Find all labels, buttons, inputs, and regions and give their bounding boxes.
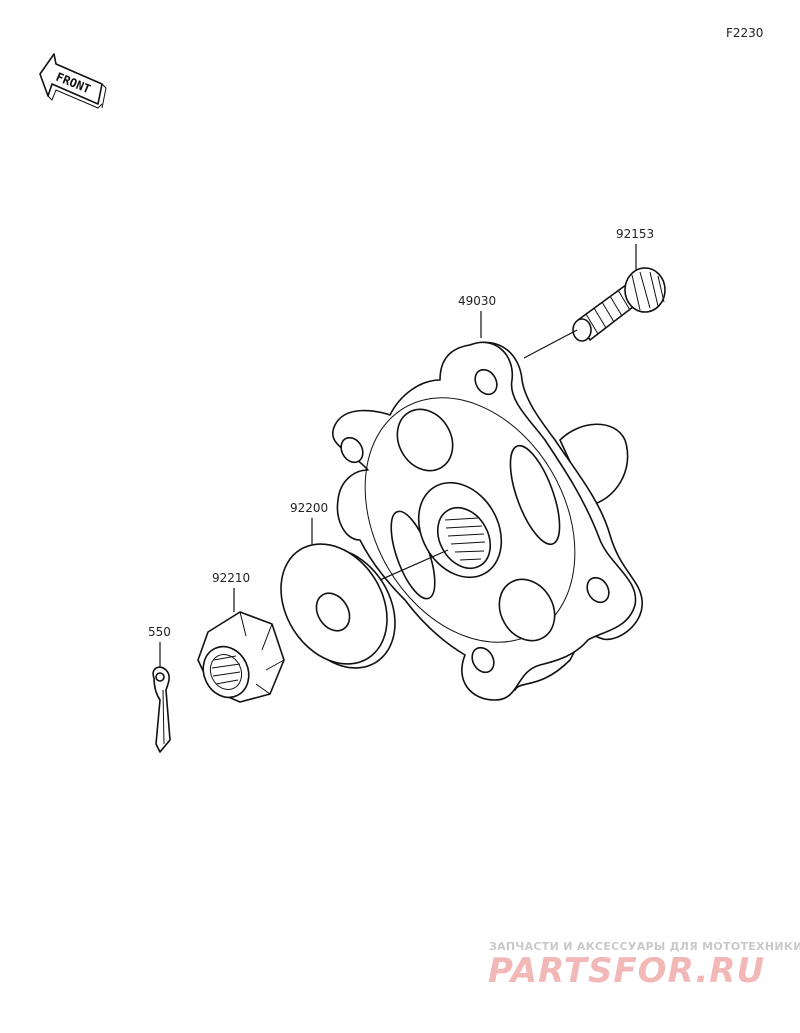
watermark-tagline: ЗАПЧАСТИ И АКСЕССУАРЫ ДЛЯ МОТОТЕХНИКИ bbox=[489, 940, 800, 953]
part-label-550: 550 bbox=[148, 625, 171, 639]
watermark: ЗАПЧАСТИ И АКСЕССУАРЫ ДЛЯ МОТОТЕХНИКИ PA… bbox=[488, 940, 800, 991]
part-label-49030: 49030 bbox=[458, 294, 496, 308]
front-arrow-icon: FRONT bbox=[39, 53, 107, 109]
part-label-92210: 92210 bbox=[212, 571, 250, 585]
watermark-brand: PARTSFOR.RU bbox=[488, 951, 765, 991]
nut-part bbox=[197, 611, 285, 703]
part-label-92153: 92153 bbox=[616, 227, 654, 241]
hub-part bbox=[332, 341, 643, 701]
washer-part bbox=[280, 543, 396, 669]
stud-bolt-part bbox=[572, 267, 666, 342]
diagram-code: F2230 bbox=[726, 26, 763, 40]
cotter-pin-part bbox=[152, 666, 171, 753]
part-label-92200: 92200 bbox=[290, 501, 328, 515]
